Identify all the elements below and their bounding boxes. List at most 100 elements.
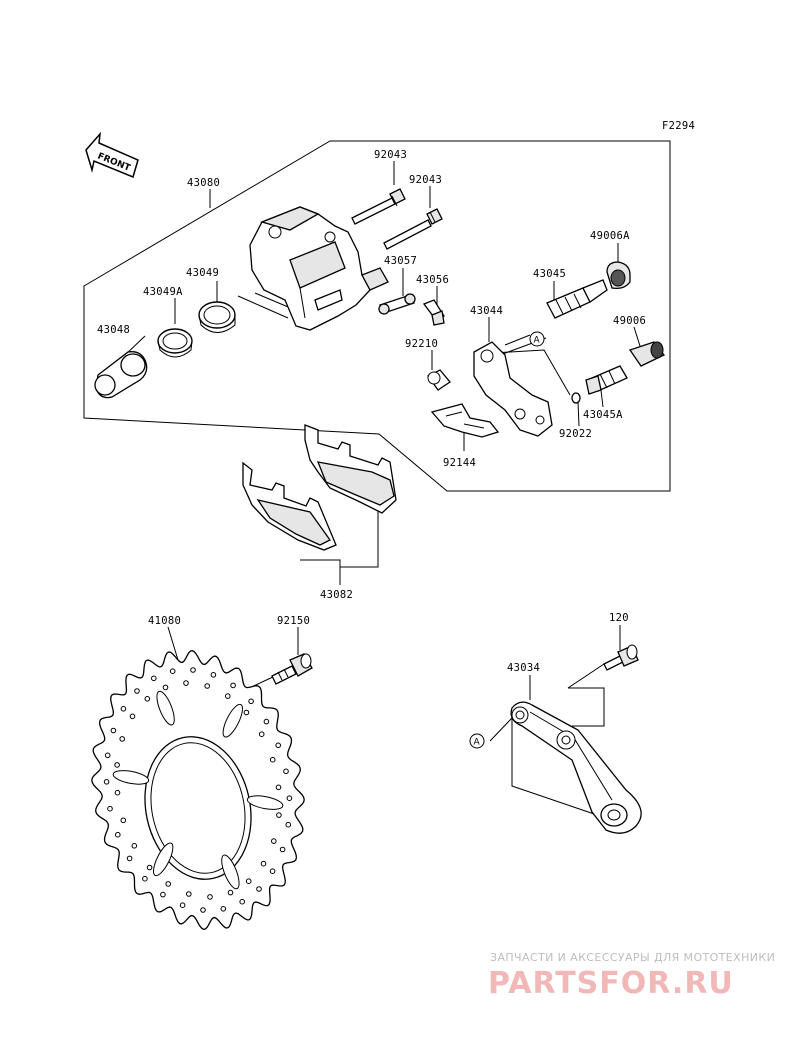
caliper-piston <box>94 351 148 399</box>
disc-drill-hole <box>162 684 169 691</box>
watermark-brand: PARTSFOR.RU <box>488 966 734 1001</box>
disc-drill-hole <box>165 881 171 887</box>
bleeder-valve <box>422 299 445 326</box>
label-120: 120 <box>609 612 629 624</box>
disc-drill-hole <box>245 878 252 885</box>
disc-drill-hole <box>144 696 151 702</box>
figure-code: F2294 <box>662 120 695 132</box>
label-43045A: 43045A <box>583 409 623 421</box>
label-43080: 43080 <box>187 177 220 189</box>
disc-slot <box>246 795 284 810</box>
disc-drill-hole <box>276 812 282 818</box>
disc-drill-hole <box>279 846 286 853</box>
label-43045: 43045 <box>533 268 566 280</box>
front-arrow-icon: FRONT <box>85 131 139 179</box>
caliper-pin-upper <box>351 188 406 225</box>
disc-drill-hole <box>271 838 277 844</box>
disc-drill-hole <box>142 875 148 882</box>
disc-drill-hole <box>227 889 234 896</box>
dust-seal <box>157 328 193 358</box>
disc-drill-hole <box>169 668 176 675</box>
disc-drill-hole <box>275 784 282 791</box>
disc-drill-hole <box>258 731 265 738</box>
disc-drill-hole <box>248 698 254 705</box>
brake-disc <box>91 650 305 930</box>
disc-drill-hole <box>207 894 213 900</box>
disc-drill-hole <box>230 682 236 689</box>
disc-drill-hole <box>186 891 192 897</box>
disc-drill-hole <box>120 817 127 824</box>
disc-drill-hole <box>103 779 110 785</box>
disc-drill-hole <box>239 898 245 905</box>
disc-drill-hole <box>286 795 293 802</box>
disc-drill-hole <box>275 742 282 749</box>
disc-drill-hole <box>114 789 121 796</box>
piston-seal <box>198 301 236 333</box>
caliper-bracket <box>473 341 553 437</box>
disc-drill-hole <box>114 762 120 768</box>
disc-slot <box>153 842 174 877</box>
label-92043-lower: 92043 <box>409 174 442 186</box>
disc-drill-hole <box>210 672 217 678</box>
disc-drill-hole <box>126 855 133 862</box>
washer-92022 <box>571 392 581 404</box>
disc-drill-hole <box>134 688 140 694</box>
disc-drill-hole <box>200 907 206 913</box>
disc-drill-hole <box>263 718 270 725</box>
label-43034: 43034 <box>507 662 540 674</box>
label-43057: 43057 <box>384 255 417 267</box>
disc-drill-hole <box>225 693 231 699</box>
torque-link <box>510 701 642 834</box>
disc-slot <box>112 770 150 785</box>
part-labels: 43080 92043 92043 43057 43056 43049 4304… <box>97 149 646 674</box>
disc-drill-hole <box>285 821 292 828</box>
bushing-92210 <box>427 369 451 391</box>
disc-slot <box>222 703 243 738</box>
brake-pad-rear <box>304 424 397 514</box>
label-92022: 92022 <box>559 428 592 440</box>
label-92210: 92210 <box>405 338 438 350</box>
disc-drill-hole <box>120 706 127 712</box>
svg-text:A: A <box>474 738 481 748</box>
disc-drill-hole <box>129 713 136 720</box>
disc-drill-hole <box>269 756 276 763</box>
disc-drill-hole <box>131 843 138 849</box>
caliper-assembly-outline <box>83 140 671 492</box>
disc-drill-hole <box>204 683 210 689</box>
svg-text:A: A <box>534 336 541 346</box>
disc-drill-hole <box>119 736 125 742</box>
disc-drill-hole <box>256 886 262 892</box>
disc-drill-hole <box>269 868 276 875</box>
label-43049: 43049 <box>186 267 219 279</box>
label-49006: 49006 <box>613 315 646 327</box>
brake-pad-front <box>242 461 337 551</box>
disc-drill-hole <box>220 906 227 912</box>
disc-drill-hole <box>107 805 113 812</box>
disc-drill-hole <box>283 768 289 775</box>
label-43049A: 43049A <box>143 286 183 298</box>
disc-drill-hole <box>110 727 117 734</box>
pad-spring <box>430 403 500 438</box>
disc-drill-hole <box>190 667 196 673</box>
disc-slot <box>221 854 240 890</box>
disc-drill-hole <box>243 709 250 716</box>
watermark-caption: ЗАПЧАСТИ И АКСЕССУАРЫ ДЛЯ МОТОТЕХНИКИ <box>490 951 775 964</box>
label-43082: 43082 <box>320 589 353 601</box>
label-92043-upper: 92043 <box>374 149 407 161</box>
label-43056: 43056 <box>416 274 449 286</box>
disc-drill-hole <box>151 675 157 682</box>
disc-drill-hole <box>183 680 189 686</box>
disc-drill-hole <box>179 902 186 909</box>
disc-slot <box>156 690 175 726</box>
bleeder-cap <box>378 293 416 315</box>
label-41080: 41080 <box>148 615 181 627</box>
label-92150: 92150 <box>277 615 310 627</box>
label-92144: 92144 <box>443 457 476 469</box>
label-43044: 43044 <box>470 305 503 317</box>
ref-marker-a-upper: A <box>529 331 545 347</box>
slide-pin-lower <box>585 365 628 395</box>
disc-bolt <box>271 653 313 685</box>
disc-drill-hole <box>104 752 111 759</box>
disc-drill-hole <box>260 860 267 867</box>
